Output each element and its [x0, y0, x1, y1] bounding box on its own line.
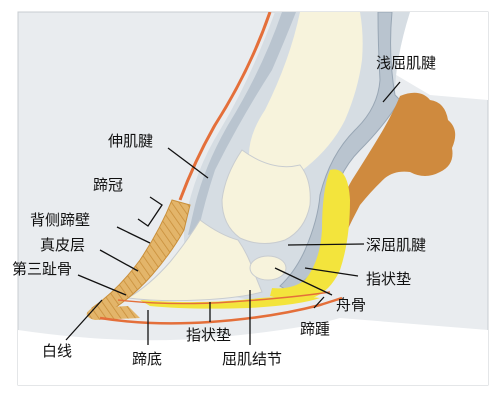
- label-deep-flexor-tendon: 深屈肌腱: [366, 236, 426, 254]
- extensor-tendon-shape: [188, 12, 296, 235]
- label-dorsal-hoof-wall: 背侧蹄壁: [30, 211, 90, 229]
- leader-dermis: [99, 249, 139, 272]
- labels: 浅屈肌腱 伸肌腱 蹄冠 背侧蹄壁 真皮层 第三趾骨 深屈肌腱 指状垫 舟骨 白线…: [12, 54, 436, 368]
- label-digital-cushion-bottom: 指状垫: [186, 326, 231, 344]
- label-dermis: 真皮层: [40, 236, 85, 254]
- label-coronet: 蹄冠: [93, 176, 123, 194]
- label-extensor-tendon: 伸肌腱: [108, 132, 153, 150]
- leader-superficial-flexor: [382, 81, 401, 103]
- label-digital-cushion-right: 指状垫: [366, 270, 411, 288]
- label-sole: 蹄底: [132, 350, 162, 368]
- leader-third-phalanx: [77, 274, 127, 296]
- label-flexor-tubercle: 屈肌结节: [222, 350, 282, 368]
- navicular-bone-shape: [249, 255, 287, 281]
- superficial-flexor-cut: [335, 92, 456, 235]
- sole-inner-line: [117, 291, 331, 305]
- hoof-toe-shape: [86, 306, 140, 320]
- leader-deep-flexor: [287, 243, 365, 246]
- label-superficial-flexor-tendon: 浅屈肌腱: [376, 54, 436, 72]
- coronet-bracket: [137, 196, 163, 227]
- label-third-phalanx: 第三趾骨: [12, 260, 72, 278]
- ground-area: [18, 318, 488, 385]
- short-pastern-bone: [221, 149, 311, 244]
- third-phalanx-bone: [126, 219, 263, 302]
- label-navicular-bone: 舟骨: [336, 296, 366, 314]
- leader-extensor: [167, 147, 209, 179]
- long-pastern-bone: [249, 12, 363, 173]
- leader-dorsal-wall: [116, 226, 151, 244]
- leader-lines: [65, 81, 401, 345]
- digital-cushion-back: [270, 169, 350, 300]
- leader-white-line: [65, 299, 103, 341]
- label-white-line: 白线: [42, 342, 72, 360]
- leader-digital-cushion-right: [304, 267, 359, 277]
- leader-navicular: [274, 267, 333, 296]
- label-heel: 蹄踵: [300, 320, 330, 338]
- leg-skin-front: [178, 12, 272, 201]
- leader-heel: [313, 296, 325, 309]
